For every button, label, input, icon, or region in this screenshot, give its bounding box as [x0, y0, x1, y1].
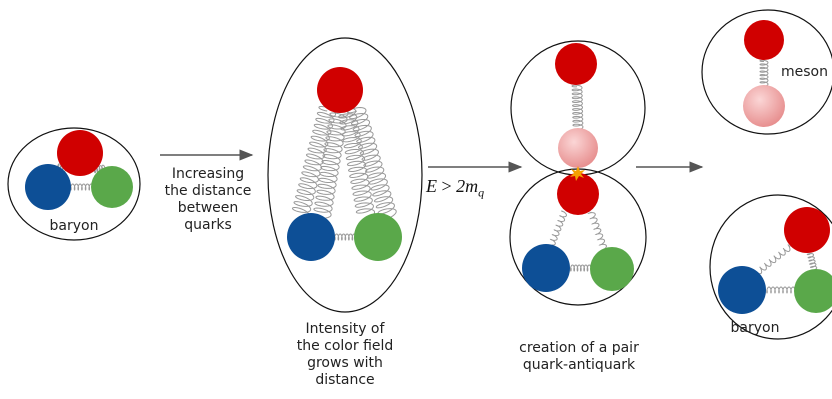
- quark-blue: [522, 244, 570, 292]
- equation-subscript: q: [478, 185, 485, 200]
- gluon-spring: [571, 84, 584, 131]
- gluon-spring: [291, 105, 337, 219]
- step1-caption: Increasing the distance between quarks: [164, 166, 252, 233]
- antiquark-pink: [558, 128, 598, 168]
- results-gluon-springs: [756, 59, 818, 294]
- stage-pair-creation: [509, 40, 647, 306]
- gluon-spring: [806, 253, 818, 271]
- gluon-spring: [334, 233, 357, 241]
- quark-green: [91, 166, 133, 208]
- quark-red: [317, 67, 363, 113]
- baryon-right-boundary: [709, 194, 832, 340]
- stage-stretched: [267, 37, 423, 313]
- meson-boundary: [701, 9, 832, 135]
- stretched-boundary: [267, 37, 423, 313]
- stage-baryon-left: [7, 127, 141, 241]
- gluon-spring: [569, 264, 592, 272]
- quark-red: [744, 20, 784, 60]
- gluon-spring: [347, 107, 397, 219]
- gluon-spring: [759, 59, 769, 87]
- stage-results: [701, 9, 832, 340]
- baryon-right-label: baryon: [730, 320, 780, 336]
- quark-red: [557, 173, 599, 215]
- equation-coef: 2m: [456, 176, 479, 196]
- step3-caption: creation of a pair quark-antiquark: [519, 340, 639, 373]
- step2-caption: Intensity of the color field grows with …: [296, 321, 394, 388]
- pair-creation-gluon-springs: [549, 84, 607, 272]
- baryon-left-label: baryon: [49, 218, 99, 234]
- quark-blue: [718, 266, 766, 314]
- quark-red: [555, 43, 597, 85]
- baryon-left-boundary: [7, 127, 141, 241]
- quark-green: [354, 213, 402, 261]
- gluon-spring: [70, 183, 94, 191]
- gluon-spring: [336, 107, 376, 219]
- gluon-spring: [766, 286, 796, 294]
- energy-threshold-equation: E > 2mq: [426, 176, 484, 201]
- gluon-spring: [587, 211, 607, 250]
- stretched-gluon-springs: [291, 105, 397, 241]
- antiquark-pink: [743, 85, 785, 127]
- meson-label: meson: [781, 64, 828, 80]
- quark-green: [794, 269, 832, 313]
- quark-green: [590, 247, 634, 291]
- quark-blue: [25, 164, 71, 210]
- quark-red: [784, 207, 830, 253]
- equation-operator: >: [441, 176, 452, 196]
- gluon-spring: [549, 210, 567, 246]
- equation-lhs: E: [426, 176, 437, 196]
- gluon-spring: [313, 106, 349, 219]
- quark-red: [57, 130, 103, 176]
- spark-icon: [570, 166, 585, 181]
- quark-blue: [287, 213, 335, 261]
- gluon-spring: [756, 244, 791, 275]
